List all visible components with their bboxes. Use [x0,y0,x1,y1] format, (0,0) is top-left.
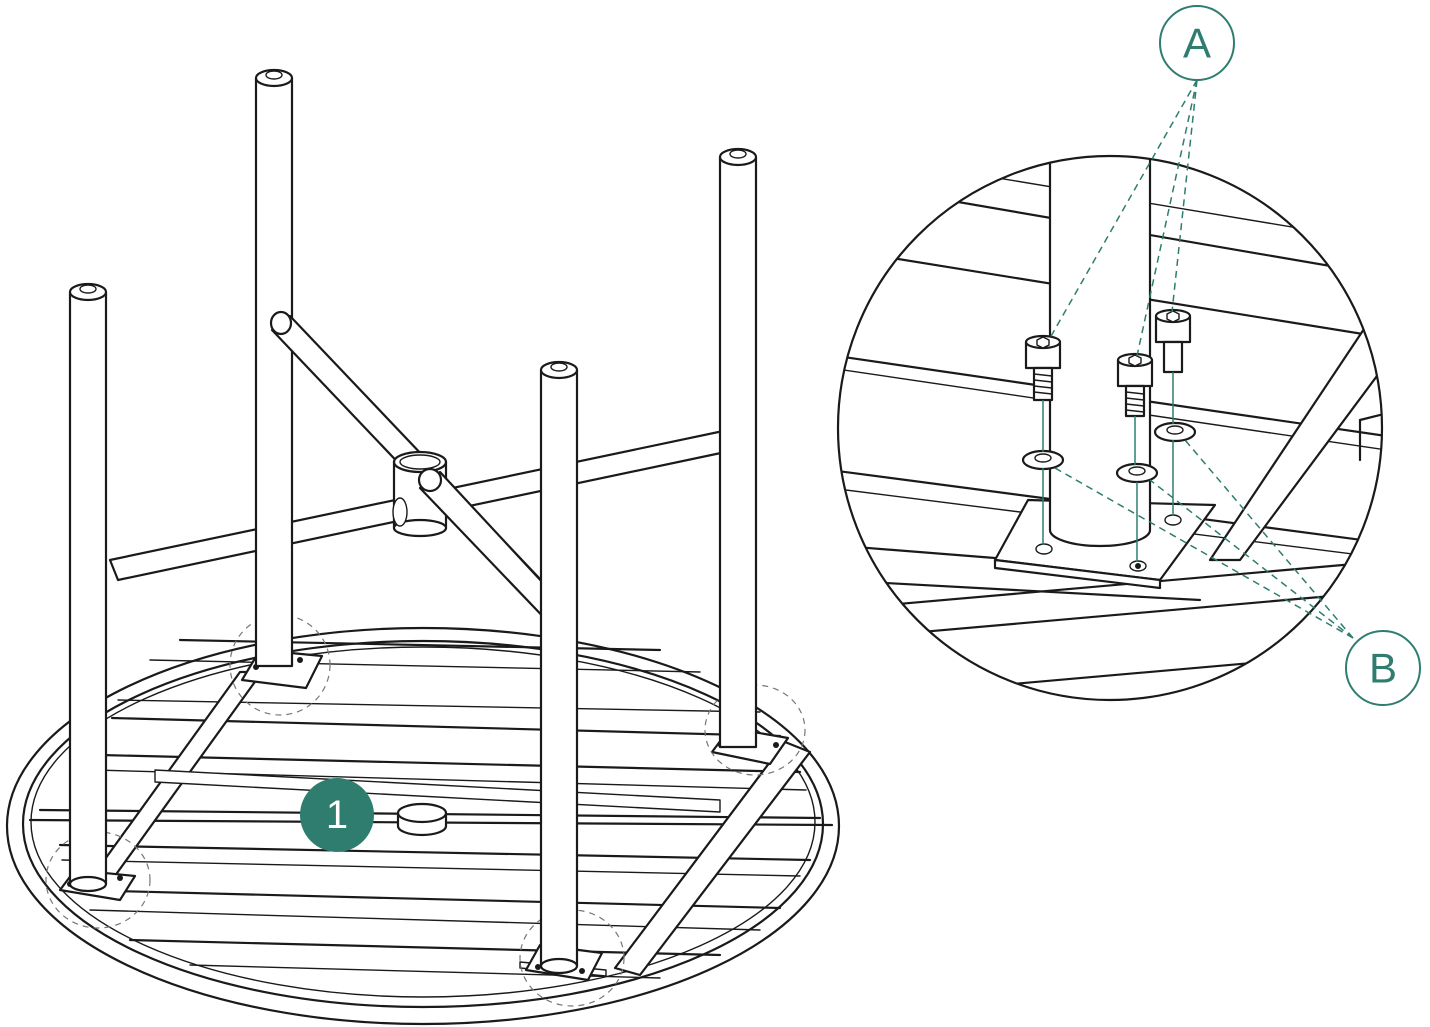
bolt-left [1024,334,1062,402]
callout-b: B [1345,630,1421,706]
table-leg-left [68,282,108,893]
washer-left [1021,449,1065,471]
callout-a-circle [1159,5,1235,81]
alignment-lines [1042,372,1174,562]
center-cup-bottom [396,802,448,837]
zoom-brace [1208,318,1382,562]
zoom-table-leg [1048,156,1152,548]
leader-lines-a [1049,79,1198,357]
stretcher-bar-diagonal-front [417,467,572,628]
callout-b-label: B [1369,645,1397,692]
bolt-right [1154,308,1192,374]
callout-b-circle [1345,630,1421,706]
table-leg-right [718,147,758,749]
washer-right [1153,421,1197,443]
table-leg-back [254,68,294,668]
table-main-view [5,68,841,1026]
leader-lines-b [1054,439,1354,639]
step-number-circle [300,778,374,852]
callout-a: A [1159,5,1235,81]
washer-middle [1115,462,1159,484]
step-number-label: 1 [326,793,348,837]
step-number-badge: 1 [300,778,374,852]
table-leg-front [539,360,579,975]
detail-zoom-view [836,154,1384,702]
callout-a-label: A [1183,20,1211,67]
